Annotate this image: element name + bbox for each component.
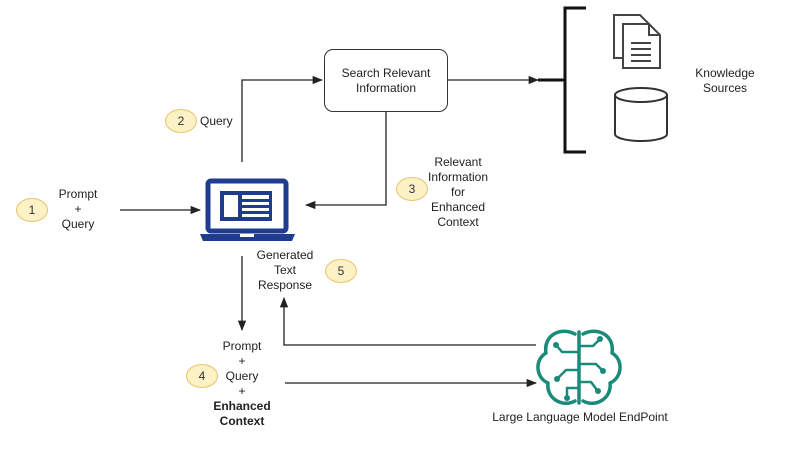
generated-text-response-label: Generated Text Response (250, 248, 320, 293)
augmented-prompt-label: Prompt + Query + Enhanced Context (207, 339, 277, 429)
database-icon (614, 87, 668, 142)
step-badge-5: 5 (325, 259, 357, 283)
search-node-line2: Information (355, 80, 417, 95)
generated-line1: Generated (256, 248, 314, 262)
augmented-line5: Enhanced (213, 399, 271, 413)
step-badge-4: 4 (186, 364, 218, 388)
llm-endpoint-label: Large Language Model EndPoint (492, 410, 668, 424)
knowledge-label-line2: Sources (702, 81, 748, 95)
augmented-line6: Context (219, 414, 265, 428)
search-relevant-information-node: Search Relevant Information (324, 49, 448, 112)
augmented-line2: + (238, 354, 246, 368)
augmented-line4: + (238, 384, 246, 398)
brain-circuit-icon (536, 329, 622, 405)
augmented-line3: Query (225, 369, 259, 383)
relevant-line4: Enhanced (430, 200, 486, 214)
query-arrow (241, 75, 324, 162)
step-badge-2: 2 (165, 109, 197, 133)
document-stack-icon (613, 14, 661, 69)
step-badge-3: 3 (396, 177, 428, 201)
step-badge-1: 1 (16, 198, 48, 222)
generated-line2: Text (273, 263, 296, 277)
prompt-query-line2: + (74, 202, 82, 216)
laptop-icon (200, 178, 295, 241)
relevant-information-label: Relevant Information for Enhanced Contex… (418, 155, 498, 230)
augmented-line1: Prompt (222, 339, 262, 353)
relevant-line5: Context (437, 215, 479, 229)
knowledge-bracket (563, 6, 586, 154)
generated-line3: Response (257, 278, 313, 292)
knowledge-label-line1: Knowledge (695, 66, 755, 80)
relevant-info-arrow (304, 112, 387, 210)
relevant-line2: Information (427, 170, 489, 184)
prompt-query-label: Prompt + Query (48, 187, 108, 232)
relevant-line3: for (450, 185, 465, 199)
knowledge-sources-label: Knowledge Sources (690, 66, 760, 96)
relevant-line1: Relevant (434, 155, 482, 169)
prompt-query-line3: Query (61, 217, 95, 231)
search-node-line1: Search Relevant (341, 65, 431, 80)
query-label: Query (200, 114, 233, 128)
response-arrow (279, 296, 536, 346)
prompt-query-line1: Prompt (58, 187, 98, 201)
